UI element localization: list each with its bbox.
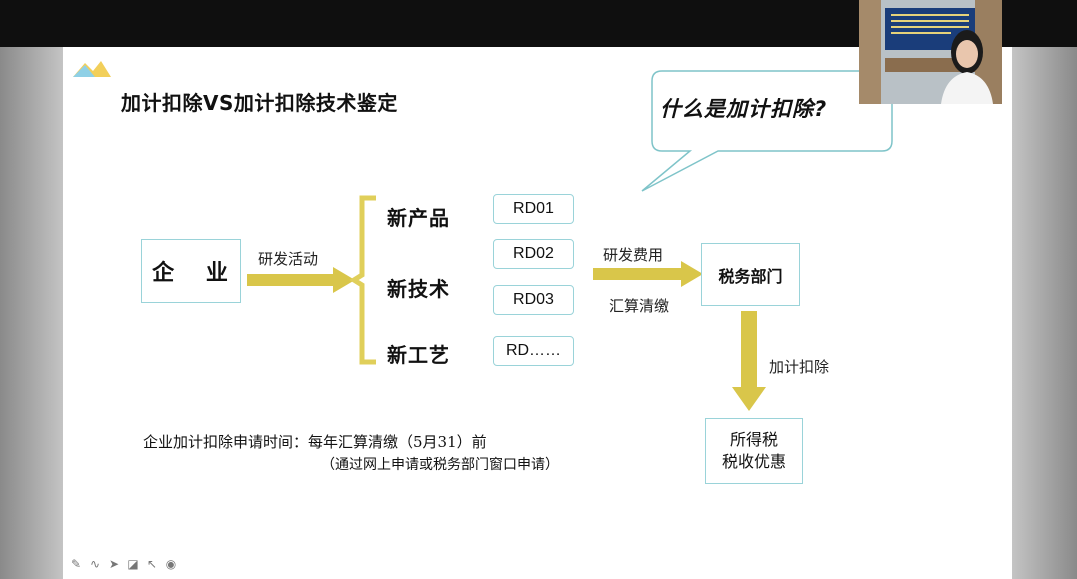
rd-code-box: RD03 [493,285,574,315]
rd-code-box: RD01 [493,194,574,224]
eraser-icon[interactable]: ◪ [127,557,139,571]
arrow-down [732,311,766,411]
application-time-note: 企业加计扣除申请时间：每年汇算清缴（5月31）前 [143,433,487,451]
arrow-right-1 [247,267,355,293]
mountain-logo-icon [73,61,111,77]
category-new-process: 新工艺 [387,343,450,367]
cursor-icon[interactable]: ↖ [146,557,158,571]
annotation-toolbar: ✎ ∿ ➤ ◪ ↖ ◉ [69,557,178,571]
rd-activity-label: 研发活动 [258,250,319,268]
pen-icon[interactable]: ✎ [70,557,82,571]
presentation-slide: 加计扣除VS加计扣除技术鉴定 什么是加计扣除? 企 业 研发活动 新产品 新技术… [63,47,1012,579]
rd-code-box: RD02 [493,239,574,269]
income-tax-line1: 所得税 [729,430,778,449]
bubble-question: 什么是加计扣除? [660,97,828,121]
tax-dept-box: 税务部门 [701,243,800,306]
webcam-video [859,0,1002,104]
left-margin [0,47,63,579]
rd-expense-label: 研发费用 [603,246,664,264]
enterprise-box: 企 业 [141,239,241,303]
arrow-right-2 [593,261,703,287]
income-tax-box: 所得税 税收优惠 [705,418,803,484]
slide-title: 加计扣除VS加计扣除技术鉴定 [121,91,398,115]
application-method-note: （通过网上申请或税务部门窗口申请） [321,457,559,473]
category-new-tech: 新技术 [387,277,450,301]
income-tax-line2: 税收优惠 [721,452,786,471]
pointer-icon[interactable]: ➤ [108,557,120,571]
record-icon[interactable]: ◉ [165,557,177,571]
presenter-video-frame [859,0,1002,104]
ink-icon[interactable]: ∿ [89,557,101,571]
rd-code-box: RD…… [493,336,574,366]
settlement-label: 汇算清缴 [609,297,670,315]
right-margin [1012,47,1077,579]
bracket [349,195,376,365]
deduction-label: 加计扣除 [769,358,830,376]
category-new-product: 新产品 [387,206,450,230]
